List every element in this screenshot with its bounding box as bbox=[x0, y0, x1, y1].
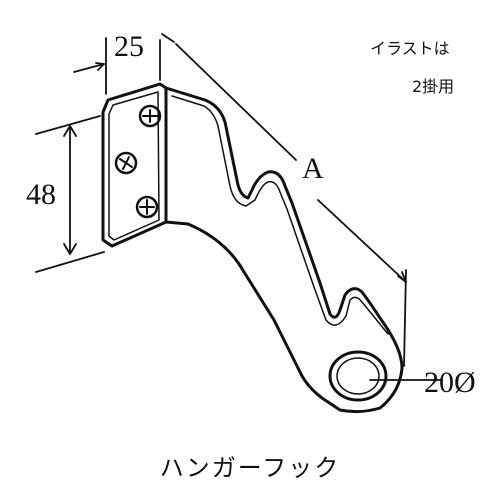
note-line-1: イラストは bbox=[370, 39, 450, 58]
width-dimension: 25 bbox=[73, 30, 175, 95]
phillips-screw-icon bbox=[138, 104, 162, 128]
width-label: 25 bbox=[114, 30, 144, 63]
phillips-screw-icon bbox=[114, 151, 138, 175]
mounting-plate bbox=[101, 82, 168, 248]
hook-ring bbox=[328, 350, 388, 402]
diameter-label: 20Ø bbox=[424, 366, 476, 399]
length-dimension: A bbox=[175, 43, 407, 367]
illustration-note: イラストは 2掛用 bbox=[370, 39, 454, 96]
length-label: A bbox=[302, 152, 324, 185]
phillips-screw-icon bbox=[135, 195, 159, 219]
height-label: 48 bbox=[26, 178, 56, 211]
height-dimension: 48 bbox=[26, 115, 105, 273]
note-line-2: 2掛用 bbox=[412, 77, 454, 96]
product-caption: ハンガーフック bbox=[159, 454, 341, 482]
hook-arm bbox=[164, 86, 404, 414]
diameter-dimension: 20Ø bbox=[369, 366, 476, 399]
